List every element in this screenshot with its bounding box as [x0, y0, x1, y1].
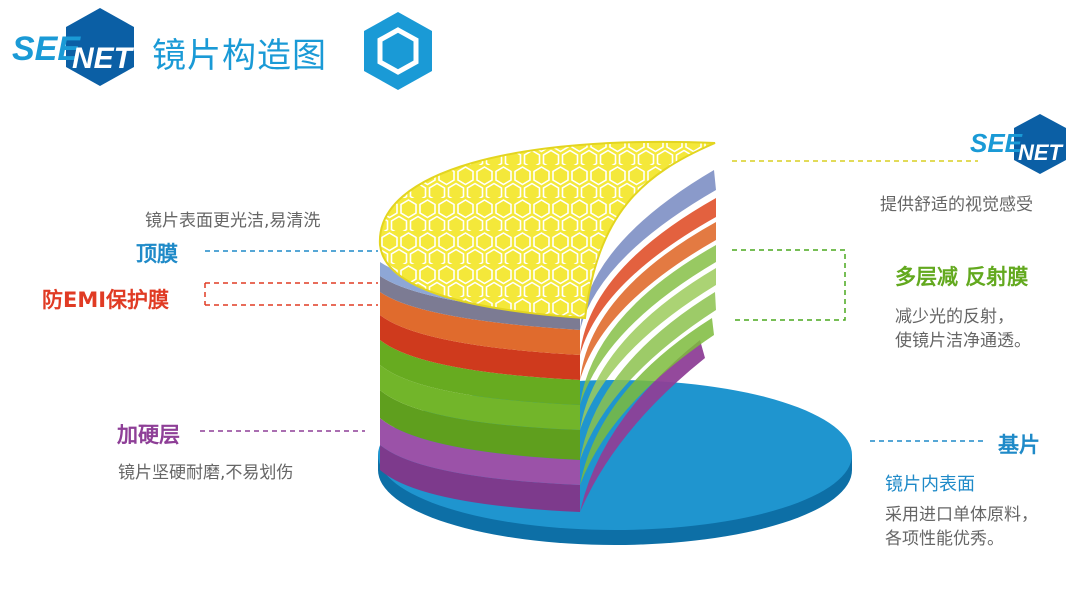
top-honeycomb-coat — [378, 140, 716, 320]
emi-layer-label: 防EMI保护膜 — [42, 288, 170, 312]
leader-lines — [200, 160, 985, 442]
top-surface-note: 镜片表面更光洁,易清洗 — [145, 211, 321, 231]
base-lens-sublabel: 镜片内表面 — [885, 474, 975, 495]
brand-logo-small: SEE NET — [968, 112, 1070, 180]
page-title: 镜片构造图 — [152, 36, 327, 76]
comfort-note: 提供舒适的视觉感受 — [880, 195, 1033, 215]
brand-logo: SEE NET — [8, 6, 138, 92]
svg-text:SEE: SEE — [12, 30, 81, 68]
peeled-layers — [580, 170, 716, 512]
base-lens-label: 基片 — [998, 433, 1040, 457]
svg-text:NET: NET — [1018, 140, 1064, 165]
svg-text:NET: NET — [72, 42, 135, 75]
top-coat-label: 顶膜 — [136, 242, 178, 266]
hexagon-icon — [360, 10, 436, 96]
hard-coat-note: 镜片坚硬耐磨,不易划伤 — [118, 463, 294, 483]
base-lens-note-2: 各项性能优秀。 — [885, 529, 1004, 549]
ar-coat-note-2: 使镜片洁净通透。 — [895, 331, 1031, 351]
ar-coat-label: 多层减 反射膜 — [895, 265, 1029, 289]
hard-coat-label: 加硬层 — [117, 423, 180, 447]
svg-text:SEE: SEE — [970, 128, 1023, 158]
ar-coat-note-1: 减少光的反射， — [895, 307, 1014, 327]
base-lens-note-1: 采用进口单体原料， — [885, 505, 1038, 525]
